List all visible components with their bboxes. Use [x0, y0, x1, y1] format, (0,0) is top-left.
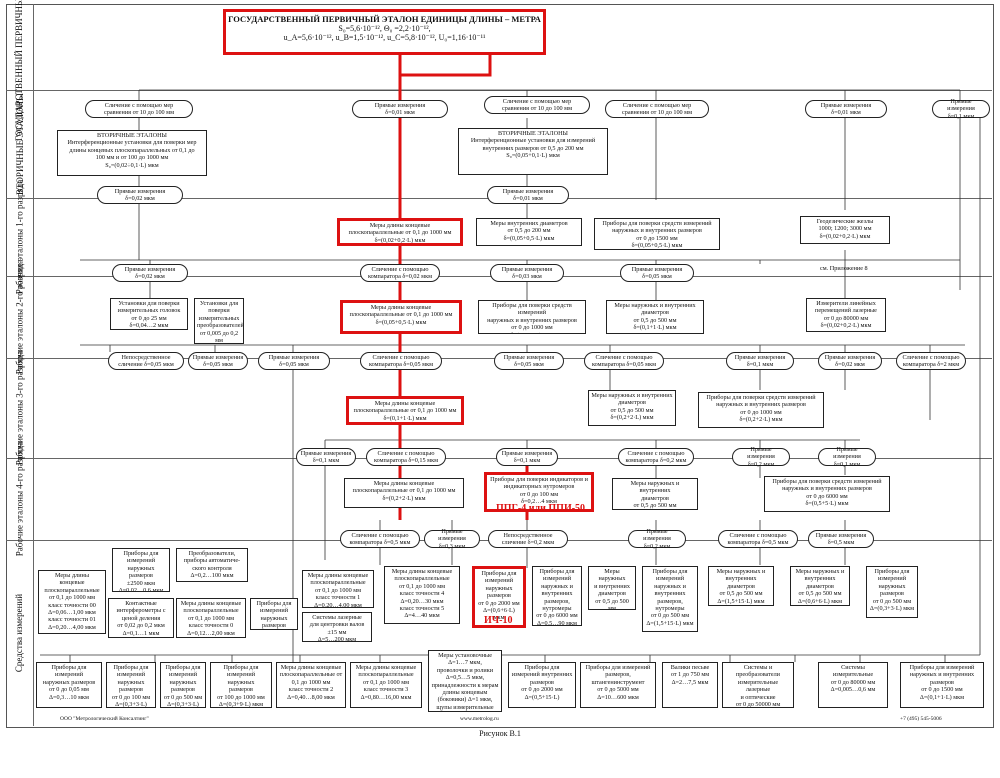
rank2-diameters-box: Меры наружных и внутренних диаметров от … — [606, 300, 704, 334]
instrument-highlighted-box: Приборы для измерений наружных размеров … — [472, 566, 526, 628]
secondary-standard-box: ВТОРИЧНЫЕ ЭТАЛОНЫ Интерференционные уста… — [458, 128, 608, 175]
instrument-bottom-box: Приборы для измерений внутренних размеро… — [508, 662, 576, 708]
primary-standard-box: ГОСУДАРСТВЕННЫЙ ПЕРВИЧНЫЙ ЭТАЛОН ЕДИНИЦЫ… — [223, 9, 546, 55]
rank4-indicator-calibrators-box: Приборы для поверки индикаторов и индика… — [484, 472, 594, 512]
rank2-heads-setup-box: Установки для поверки измерительных голо… — [110, 298, 188, 330]
instrument-bottom-box: Системы и преобразователи измерительные … — [722, 662, 794, 708]
comparison-oval: Сличение с помощью мер сравнения от 10 д… — [484, 96, 590, 114]
instrument-bottom-box: Валики песьве от 1 до 750 мм Δ=2…7,5 мкм — [662, 662, 718, 708]
rank1-gauge-blocks-box: Меры длины концевые плоскопараллельные о… — [337, 218, 463, 246]
secondary-standard-box: ВТОРИЧНЫЕ ЭТАЛОНЫ Интерференционные уста… — [57, 130, 207, 176]
instrument-box: Приборы для измерений наружных размеров … — [250, 598, 298, 630]
direct-measurement-oval: Прямые измерения δ=0,02 мкм — [112, 264, 188, 282]
instrument-gauge-blocks-box: Меры длины концевые плоскопараллельные о… — [302, 570, 374, 608]
instrument-gauge-blocks-box: Меры длины концевые плоскопараллельные о… — [176, 598, 246, 638]
direct-measurement-oval: Прямые измерения δ=0,02 мкм — [97, 186, 183, 204]
instrument-bottom-box: Приборы для измерений размеров, штангени… — [580, 662, 656, 708]
footer-website: www.metrolog.ru — [460, 716, 499, 722]
instrument-box: Приборы для измерений наружных и внутрен… — [642, 566, 698, 632]
instrument-bottom-box: Меры длины концевые плоскопараллельные о… — [276, 662, 346, 708]
comparison-oval: Сличение с помощью мер сравнения от 10 д… — [85, 100, 193, 118]
direct-comparison-oval: Непосредственное сличение δ=0,2 мкм — [488, 530, 568, 548]
instrument-box: Преобразователи, приборы автоматиче- ско… — [176, 548, 248, 582]
ich10-device-label: ИЧ-10 — [484, 615, 513, 626]
instrument-box: Контактные интерферометры с ценой делени… — [108, 598, 174, 638]
instrument-bottom-box: Приборы для измерений наружных размеров … — [210, 662, 272, 708]
rank1-geodetic-rods-box: Геодезические жезлы 1000; 1200; 3000 мм … — [800, 216, 890, 244]
rank1-inner-diameters-box: Меры внутренних диаметров от 0,5 до 200 … — [476, 218, 582, 246]
rank4-diameters-box: Меры наружных и внутренних диаметров от … — [612, 478, 698, 510]
comparator-oval: Сличение с помощью компаратора δ=2 мкм — [896, 352, 966, 370]
primary-standard-title: ГОСУДАРСТВЕННЫЙ ПЕРВИЧНЫЙ ЭТАЛОН ЕДИНИЦЫ… — [228, 14, 541, 24]
instrument-bottom-box: Приборы для измерений наружных размеров … — [106, 662, 156, 708]
footer-phone: +7 (495) 545-5006 — [900, 716, 942, 722]
direct-measurement-oval: Прямые измерения δ=0,5 мкм — [808, 530, 874, 548]
comparison-oval: Сличение с помощью мер сравнения от 10 д… — [605, 100, 709, 118]
direct-measurement-oval: Прямые измерения δ=0,01 мкм — [805, 100, 887, 118]
direct-measurement-oval: Прямые измерения δ=0,1 мкм — [296, 448, 356, 466]
primary-standard-params-2: u_A=5,6·10⁻¹², u_B=1,5·10⁻¹², u_C=5,8·10… — [283, 33, 486, 42]
comparator-oval: Сличение с помощью компаратора δ=0,02 мк… — [360, 264, 440, 282]
row-divider — [6, 90, 992, 91]
direct-measurement-oval: Прямые измерения δ=0,2 мкм — [628, 528, 686, 550]
comparator-oval: Сличение с помощью компаратора δ=0,05 мк… — [360, 352, 442, 370]
instrument-gauge-blocks-box: Меры длины концевые плоскопараллельные о… — [38, 570, 106, 634]
comparator-oval: Сличение с помощью компаратора δ=0,05 мк… — [584, 352, 664, 370]
direct-measurement-oval: Прямые измерения δ=0,02 мкм — [818, 352, 882, 370]
see-appendix-note: см. Приложение 8 — [820, 265, 868, 272]
instrument-bottom-box: Меры длины концевые плоскопараллельные о… — [350, 662, 422, 708]
direct-measurement-oval: Прямые измерения δ=0,2 мкм — [732, 446, 790, 468]
diagram-frame — [6, 4, 994, 728]
direct-measurement-oval: Прямые измерения δ=0,1 мкм — [818, 446, 876, 468]
direct-measurement-oval: Прямые измерения δ=0,01 мкм — [352, 100, 448, 118]
direct-measurement-oval: Прямые измерения δ=0,03 мкм — [490, 264, 564, 282]
direct-measurement-oval: Прямые измерения δ=0,05 мкм — [620, 264, 694, 282]
rank3-diameters-box: Меры наружных и внутренних диаметров от … — [588, 390, 676, 426]
instrument-bottom-box: Приборы для измерений наружных размеров … — [36, 662, 102, 708]
footer-organization: ООО "Метрологический Консалтинг" — [60, 716, 149, 722]
instrument-box: Меры наружных и внутренних диаметров от … — [790, 566, 850, 606]
ppg-device-label: ППГ-4 или ППИ-50 — [496, 503, 586, 514]
direct-measurement-oval: Прямые измерения δ=0,01 мкм — [487, 186, 569, 204]
instrument-box: Меры наружных и внутренних диаметров от … — [708, 566, 774, 606]
rank3-calibrators-box: Приборы для поверки средств измерений на… — [698, 392, 824, 428]
instrument-box: Приборы для измерений наружных размеров … — [112, 548, 170, 592]
figure-caption: Рисунок В.1 — [479, 729, 521, 738]
comparator-oval: Сличение с помощью компаратора δ=0,2 мкм — [618, 448, 694, 466]
direct-measurement-oval: Прямые измерения δ=0,05 мкм — [188, 352, 248, 370]
direct-measurement-oval: Прямые измерения δ=0,1 мкм — [726, 352, 794, 370]
direct-measurement-oval: Прямые измерения δ=0,1 мкм — [496, 448, 558, 466]
instrument-bottom-box: Приборы для измерений наружных размеров … — [160, 662, 206, 708]
rank2-transducers-setup-box: Установки для поверки измерительных прео… — [194, 298, 244, 344]
instrument-bottom-box: Меры установочные Δ=1…7 мкм, проволочки … — [428, 650, 502, 712]
rank2-calibrators-box: Приборы для поверки средств измерений на… — [478, 300, 586, 334]
instrument-gauge-blocks-box: Меры длины концевые плоскопараллельные о… — [384, 566, 460, 624]
direct-measurement-oval: Прямые измерения δ=0,05 мкм — [258, 352, 330, 370]
primary-standard-params-1: S₀=5,6·10⁻¹², Θ₀ =2,2·10⁻¹², — [338, 24, 431, 33]
direct-measurement-oval: Прямые измерения δ=0,05 мкм — [494, 352, 564, 370]
rank2-gauge-blocks-box: Меры длины концевые плоскопараллельные о… — [340, 300, 462, 334]
rank4-calibrators-box: Приборы для поверки средств измерений на… — [764, 476, 890, 512]
comparator-oval: Сличение с помощью компаратора δ=0,5 мкм — [718, 530, 798, 548]
rank4-gauge-blocks-box: Меры длины концевые плоскопараллельные о… — [344, 478, 464, 508]
rank2-laser-meters-box: Измерители линейных перемещений лазерные… — [806, 298, 886, 332]
instrument-box: Приборы для измерений наружных и внутрен… — [532, 566, 582, 626]
row-label-column-divider — [33, 4, 34, 726]
instrument-box: Приборы для измерений наружных размеров … — [866, 566, 918, 618]
comparator-oval: Сличение с помощью компаратора δ=0,5 мкм — [340, 530, 420, 548]
instrument-box: Меры наружных и внутренних диаметров от … — [588, 566, 636, 610]
direct-comparison-oval: Непосредственное сличение δ=0,05 мкм — [108, 352, 184, 370]
rank1-calibrators-box: Приборы для поверки средств измерений на… — [594, 218, 720, 250]
rank3-gauge-blocks-box: Меры длины концевые плоскопараллельные о… — [346, 396, 464, 425]
instrument-box: Системы лазерные для центровки валов ±15… — [302, 612, 372, 642]
instrument-bottom-box: Системы измерительные от 0 до 80000 мм Δ… — [818, 662, 888, 708]
direct-measurement-oval: Прямые измерения δ=0,3 мкм — [424, 528, 480, 550]
direct-measurement-oval: Прямые измерения δ=0,1 мкм — [932, 98, 990, 120]
instrument-bottom-box: Приборы для измерений наружных и внутрен… — [900, 662, 984, 708]
comparator-oval: Сличение с помощью компаратора δ=0,15 мк… — [366, 448, 446, 466]
